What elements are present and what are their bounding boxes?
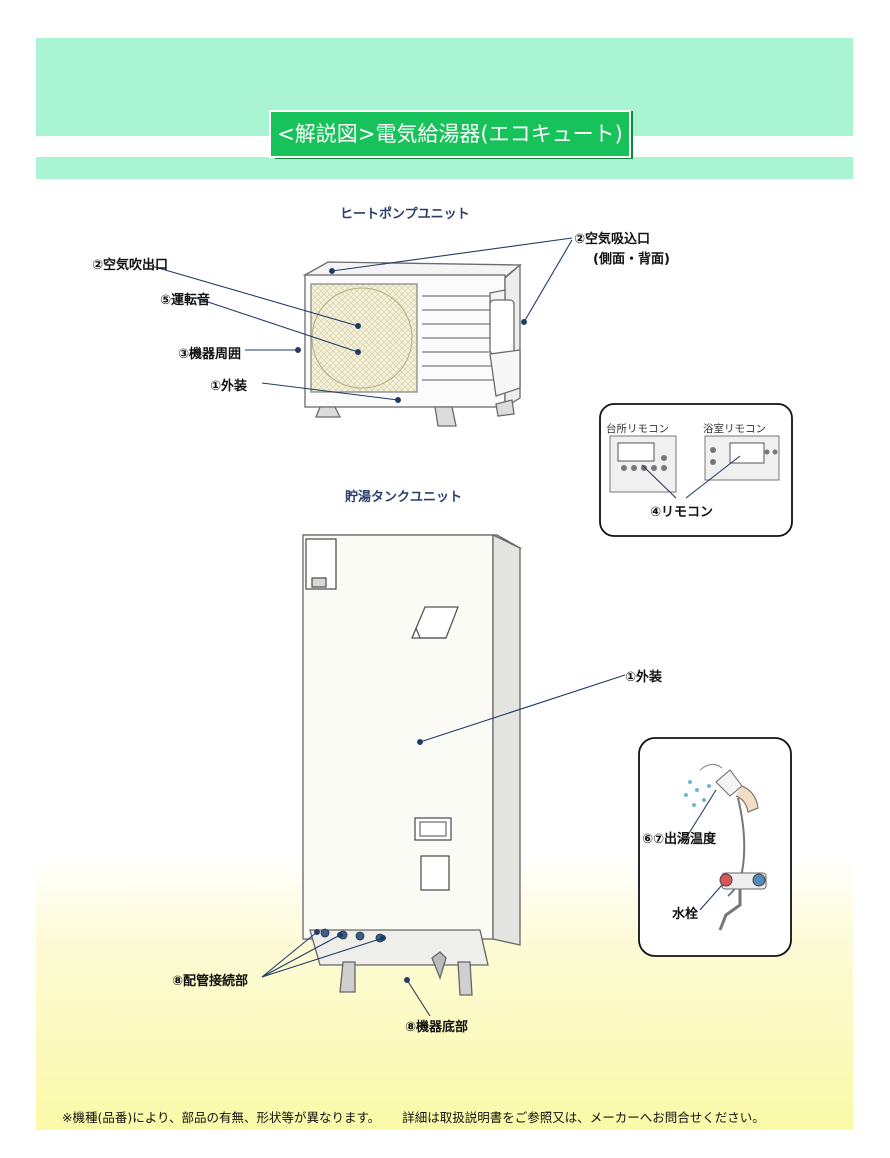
leader-lines (147, 237, 626, 1017)
page-title: <解説図>電気給湯器(エコキュート) (269, 110, 631, 158)
label-air-outlet: ②空気吹出口 (92, 258, 169, 273)
label-hot-water-temperature: ⑥⑦出湯温度 (642, 832, 717, 847)
label-tank-exterior: ①外装 (625, 670, 663, 685)
remote-control-panel (599, 403, 793, 537)
footnote-part1: ※機種(品番)により、部品の有無、形状等が異なります。 (62, 1110, 381, 1125)
label-bathroom-remote: 浴室リモコン (703, 423, 766, 435)
tank-section-title: 貯湯タンクユニット (345, 490, 463, 505)
label-water-tap: 水栓 (672, 907, 699, 922)
label-equipment-base: ⑧機器底部 (405, 1020, 469, 1035)
label-operating-noise: ⑤運転音 (160, 293, 211, 308)
label-equipment-surroundings: ③機器周囲 (178, 347, 242, 362)
faucet-panel (638, 737, 792, 957)
label-air-inlet-note: (側面・背面) (593, 252, 670, 267)
header-band-lower (36, 157, 853, 179)
label-heat-pump-exterior: ①外装 (210, 379, 248, 394)
hot-water-tank-illustration (302, 533, 523, 996)
heat-pump-section-title: ヒートポンプユニット (340, 207, 470, 222)
label-piping-connection: ⑧配管接続部 (172, 974, 249, 989)
footnote: ※機種(品番)により、部品の有無、形状等が異なります。 詳細は取扱説明書をご参照又… (62, 1107, 765, 1126)
heat-pump-unit-illustration (302, 261, 522, 427)
label-kitchen-remote: 台所リモコン (606, 423, 669, 435)
label-air-inlet: ②空気吸込口 (574, 232, 651, 247)
label-remote-control: ④リモコン (650, 505, 714, 520)
footnote-part2: 詳細は取扱説明書をご参照又は、メーカーへお問合せください。 (402, 1110, 765, 1125)
